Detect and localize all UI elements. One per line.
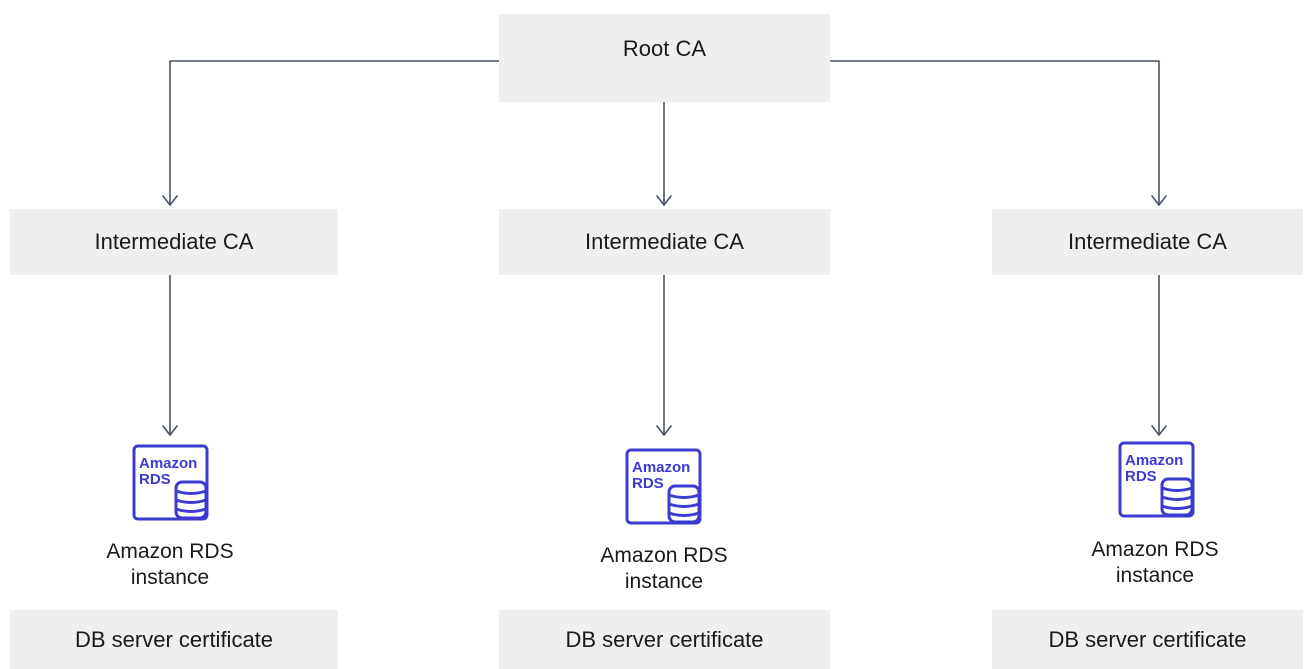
rds-instance-label-line1: Amazon RDS — [600, 544, 728, 567]
intermediate-ca-label: Intermediate CA — [1068, 229, 1227, 254]
arrow-down-icon — [1151, 425, 1167, 436]
db-server-certificate-label: DB server certificate — [1048, 626, 1247, 652]
root-ca-label: Root CA — [622, 36, 707, 61]
arrow-down-icon — [162, 425, 178, 436]
arrow-down-icon — [1151, 195, 1167, 206]
rds-instance-label-line2: instance — [624, 570, 704, 593]
arrow-down-icon — [656, 425, 672, 436]
intermediate-ca-label: Intermediate CA — [94, 229, 254, 254]
intermediate-ca-box-right: Intermediate CA — [992, 209, 1303, 275]
svg-text:Amazon: Amazon — [139, 455, 197, 472]
amazon-rds-icon: Amazon RDS — [1118, 441, 1195, 518]
intermediate-ca-box-middle: Intermediate CA — [499, 209, 830, 275]
rds-instance-label: Amazon RDS instance — [70, 539, 270, 591]
connector-root-to-intermediate-right — [829, 60, 1160, 206]
arrow-down-icon — [656, 195, 672, 206]
svg-text:RDS: RDS — [1125, 468, 1157, 485]
db-server-certificate-label: DB server certificate — [74, 626, 274, 652]
rds-instance-label-line1: Amazon RDS — [1091, 538, 1219, 561]
rds-instance-label: Amazon RDS instance — [1055, 537, 1255, 589]
db-server-certificate-box-right: DB server certificate — [992, 610, 1303, 669]
svg-text:RDS: RDS — [632, 475, 664, 492]
svg-text:RDS: RDS — [139, 471, 171, 488]
connector-root-to-intermediate-left — [169, 60, 500, 206]
rds-instance-label: Amazon RDS instance — [564, 543, 764, 595]
rds-instance-label-line2: instance — [130, 566, 210, 589]
arrow-down-icon — [162, 195, 178, 206]
database-icon — [174, 480, 208, 520]
intermediate-ca-box-left: Intermediate CA — [10, 209, 338, 275]
amazon-rds-icon: Amazon RDS — [625, 448, 702, 525]
db-server-certificate-box-middle: DB server certificate — [499, 610, 830, 669]
rds-instance-label-line1: Amazon RDS — [106, 540, 234, 563]
db-server-certificate-box-left: DB server certificate — [10, 610, 338, 669]
svg-text:Amazon: Amazon — [1125, 452, 1183, 469]
database-icon — [667, 484, 701, 524]
amazon-rds-icon: Amazon RDS — [132, 444, 209, 521]
intermediate-ca-label: Intermediate CA — [585, 229, 744, 254]
root-ca-box: Root CA — [499, 14, 830, 102]
rds-instance-label-line2: instance — [1115, 564, 1195, 587]
svg-text:Amazon: Amazon — [632, 459, 690, 476]
db-server-certificate-label: DB server certificate — [565, 626, 764, 652]
database-icon — [1160, 477, 1194, 517]
